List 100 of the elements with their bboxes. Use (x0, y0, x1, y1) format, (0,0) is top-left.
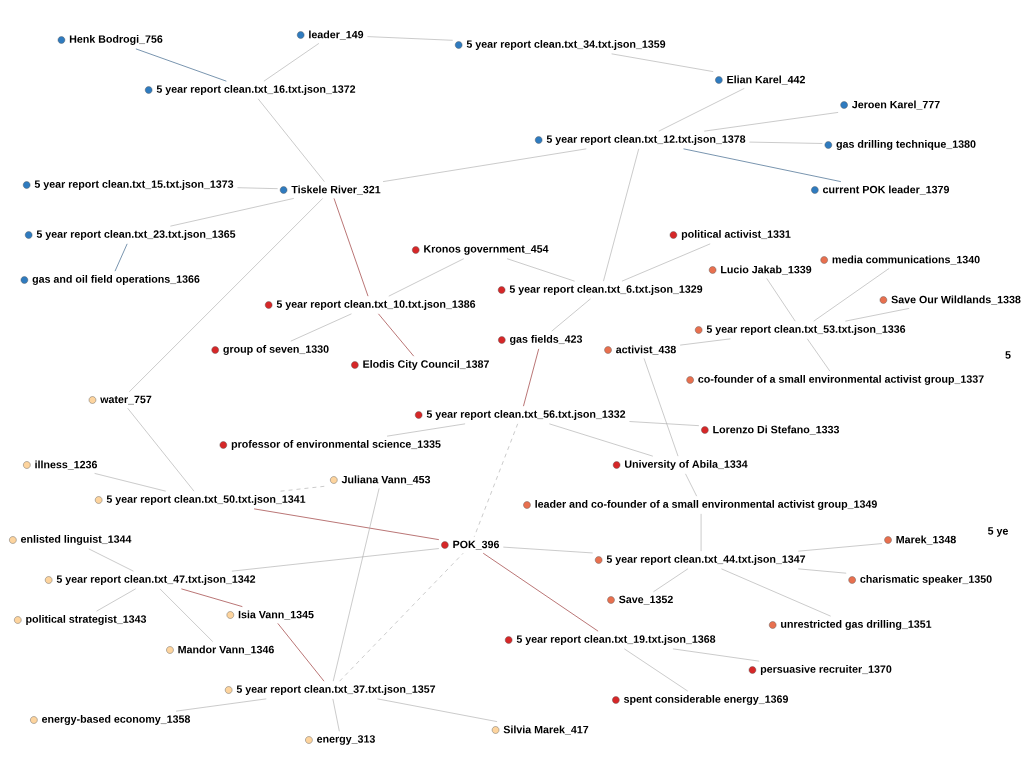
connector (386, 423, 466, 437)
connector (643, 358, 679, 457)
node-label: gas and oil field operations_1366 (32, 275, 200, 285)
node-label: gas fields_423 (510, 335, 583, 345)
connector (798, 543, 883, 552)
node-label: 5 year report clean.txt_50.txt.json_1341 (106, 495, 306, 505)
connector (231, 548, 440, 572)
connector (94, 473, 167, 492)
node-label: Kronos government_454 (424, 245, 549, 255)
node-label: Lorenzo Di Stefano_1333 (713, 425, 840, 435)
node-label: leader_149 (309, 30, 364, 40)
connector (96, 588, 136, 612)
connector (181, 588, 243, 607)
node-label: 5 year report clean.txt_47.txt.json_1342 (56, 575, 256, 585)
node-label: Lucio Jakab_1339 (721, 265, 812, 275)
node-label: professor of environmental science_1335 (231, 440, 441, 450)
connector (332, 698, 340, 732)
connector (766, 278, 796, 322)
connector (658, 88, 745, 132)
node-label: 5 year report clean.txt_37.txt.json_1357 (236, 685, 436, 695)
connector (127, 407, 195, 492)
connector (611, 53, 714, 72)
node-label: 5 year report clean.txt_56.txt.json_1332 (426, 410, 626, 420)
node-label: 5 year report clean.txt_53.txt.json_1336 (706, 325, 906, 335)
connector (339, 552, 464, 682)
connector (685, 473, 697, 497)
connector (749, 141, 823, 144)
node-label: Tiskele River_321 (291, 185, 381, 195)
node-label: illness_1236 (35, 460, 98, 470)
node-label: Jeroen Karel_777 (852, 100, 940, 110)
node-label: enlisted linguist_1344 (21, 535, 132, 545)
connector (170, 198, 295, 227)
node-label: 5 year report clean.txt_19.txt.json_1368 (516, 635, 716, 645)
node-label: Juliana Vann_453 (341, 475, 431, 485)
connector (257, 98, 325, 182)
connector (703, 112, 839, 132)
connector (263, 43, 320, 82)
node-label: Mandor Vann_1346 (178, 645, 274, 655)
node-label: 5 year report clean.txt_10.txt.json_1386 (276, 300, 476, 310)
connector (551, 298, 591, 332)
node-label: 5 year report clean.txt_44.txt.json_1347 (606, 555, 806, 565)
connector (333, 198, 369, 297)
node-label: Henk Bodrogi_756 (69, 35, 163, 45)
connector (378, 313, 415, 357)
node-label: political strategist_1343 (26, 615, 147, 625)
connector (128, 198, 324, 393)
node-label: POK_396 (453, 540, 500, 550)
node-label: persuasive recruiter_1370 (760, 665, 892, 675)
node-label: group of seven_1330 (223, 345, 329, 355)
connector (506, 258, 575, 282)
connector (332, 488, 380, 682)
connector (549, 423, 654, 457)
node-label: gas drilling technique_1380 (836, 140, 976, 150)
node-label: current POK leader_1379 (823, 185, 950, 195)
node-label: activist_438 (616, 345, 676, 355)
node-label: media communications_1340 (832, 255, 980, 265)
node-label: 5 year report clean.txt_16.txt.json_1372 (156, 85, 356, 95)
connector (253, 508, 440, 540)
connector (482, 552, 599, 632)
connector (672, 648, 760, 662)
node-label: Save Our Wildlands_1338 (891, 295, 1021, 305)
node-label: Save_1352 (619, 595, 673, 605)
node-label: leader and co-founder of a small environmental activist group_1349 (535, 500, 877, 510)
node-label: 5 year report clean.txt_12.txt.json_1378 (546, 135, 746, 145)
connector (629, 421, 700, 426)
connector (721, 568, 831, 617)
node-label: Elodis City Council_1387 (363, 360, 489, 370)
connector (798, 568, 847, 574)
node-label: spent considerable energy_1369 (624, 695, 788, 705)
connector (277, 623, 325, 682)
node-label: Marek_1348 (896, 535, 956, 545)
connector (290, 313, 352, 342)
node-label: 5 year report clean.txt_34.txt.json_1359 (466, 40, 666, 50)
node-label: 5 year report clean.txt_6.txt.json_1329 (509, 285, 703, 295)
node-label: charismatic speaker_1350 (860, 575, 992, 585)
node-label: energy_313 (317, 735, 375, 745)
connector (653, 568, 689, 593)
node-label: political activist_1331 (681, 230, 791, 240)
connector (679, 338, 731, 346)
node-label: University of Abila_1334 (625, 460, 748, 470)
connector (377, 698, 498, 722)
node-label: 5 year report clean.txt_15.txt.json_1373 (34, 180, 234, 190)
connector (807, 338, 831, 372)
node-label: 5 year report clean.txt_23.txt.json_1365 (36, 230, 236, 240)
node-label: unrestricted gas drilling_1351 (781, 620, 932, 630)
connector (624, 648, 689, 692)
connector (603, 148, 640, 282)
connector (175, 698, 267, 712)
node-label: co-founder of a small environmental activist group_1337 (698, 375, 984, 385)
connector (621, 243, 711, 282)
connector (683, 148, 842, 182)
connector (388, 258, 465, 297)
node-label: water_757 (100, 395, 152, 405)
node-label: energy-based economy_1358 (42, 715, 191, 725)
node-label: Isia Vann_1345 (238, 610, 314, 620)
node-label: Elian Karel_442 (727, 75, 805, 85)
connector (473, 423, 518, 538)
connector (237, 187, 278, 189)
connector (135, 48, 227, 82)
connector (845, 308, 910, 322)
